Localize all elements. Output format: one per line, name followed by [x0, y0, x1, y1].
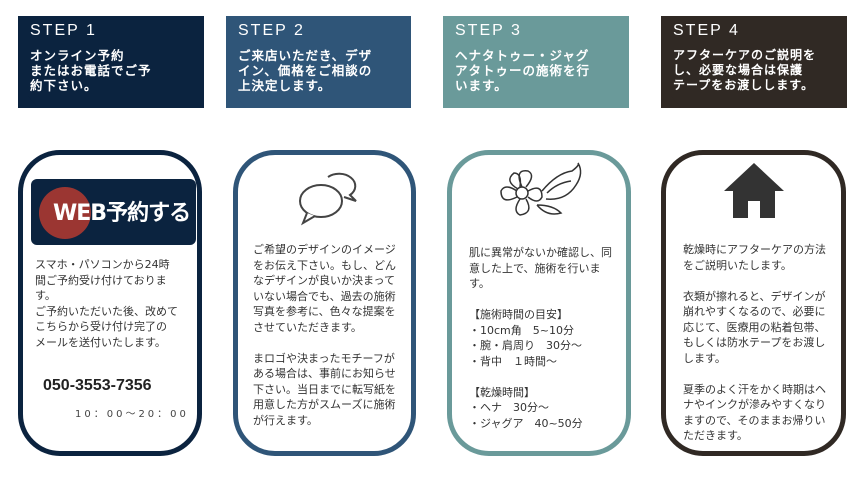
step-title: ヘナタトゥー・ジャグ アタトゥーの施術を行 います。 — [455, 48, 591, 93]
chat-bubbles-icon — [299, 172, 357, 226]
phone-number[interactable]: 050-3553-7356 — [43, 377, 152, 394]
step2-card: ご希望のデザインのイメージ をお伝え下さい。もし、どん なデザインが良いか決まっ… — [233, 150, 416, 456]
step4-card: 乾燥時にアフターケアの方法 をご説明いたします。 衣類が擦れると、デザインが 崩… — [661, 150, 846, 456]
step1-body: スマホ・パソコンから24時 間ご予約受け付けておりま す。 ご予約いただいた後、… — [35, 258, 178, 349]
step4-header: STEP 4 アフターケアのご説明を し、必要な場合は保護 テープをお渡しします… — [661, 16, 847, 108]
web-reserve-label: WEB予約する — [53, 201, 191, 226]
step-title: オンライン予約 またはお電話でご予 約下さい。 — [30, 48, 152, 93]
speech-tail — [28, 96, 38, 120]
step-title: アフターケアのご説明を し、必要な場合は保護 テープをお渡しします。 — [673, 48, 817, 92]
business-hours: 10：00～20：00 — [75, 409, 189, 420]
step-label: STEP 2 — [238, 22, 305, 39]
step3-header: STEP 3 ヘナタトゥー・ジャグ アタトゥーの施術を行 います。 — [443, 16, 629, 108]
step-label: STEP 1 — [30, 22, 97, 39]
speech-tail — [236, 96, 246, 120]
step3-body: 肌に異常がないか確認し、同 意した上で、施術を行いま す。 【施術時間の目安】 … — [469, 246, 612, 430]
step-label: STEP 3 — [455, 22, 522, 39]
step3-card: 肌に異常がないか確認し、同 意した上で、施術を行いま す。 【施術時間の目安】 … — [447, 150, 631, 456]
speech-tail — [453, 96, 463, 120]
step-title: ご来店いただき、デザ イン、価格をご相談の 上決定します。 — [238, 48, 373, 93]
step1-header: STEP 1 オンライン予約 またはお電話でご予 約下さい。 — [18, 16, 204, 108]
henna-flower-icon — [500, 162, 582, 216]
step1-card: WEB予約する スマホ・パソコンから24時 間ご予約受け付けておりま す。 ご予… — [18, 150, 202, 456]
web-circle — [39, 187, 91, 239]
step4-body: 乾燥時にアフターケアの方法 をご説明いたします。 衣類が擦れると、デザインが 崩… — [683, 243, 826, 442]
web-reserve-button[interactable]: WEB予約する — [31, 179, 196, 245]
step2-body: ご希望のデザインのイメージ をお伝え下さい。もし、どん なデザインが良いか決まっ… — [253, 243, 396, 427]
step-label: STEP 4 — [673, 22, 740, 39]
speech-tail — [671, 96, 681, 120]
step2-header: STEP 2 ご来店いただき、デザ イン、価格をご相談の 上決定します。 — [226, 16, 411, 108]
house-icon — [724, 163, 784, 218]
